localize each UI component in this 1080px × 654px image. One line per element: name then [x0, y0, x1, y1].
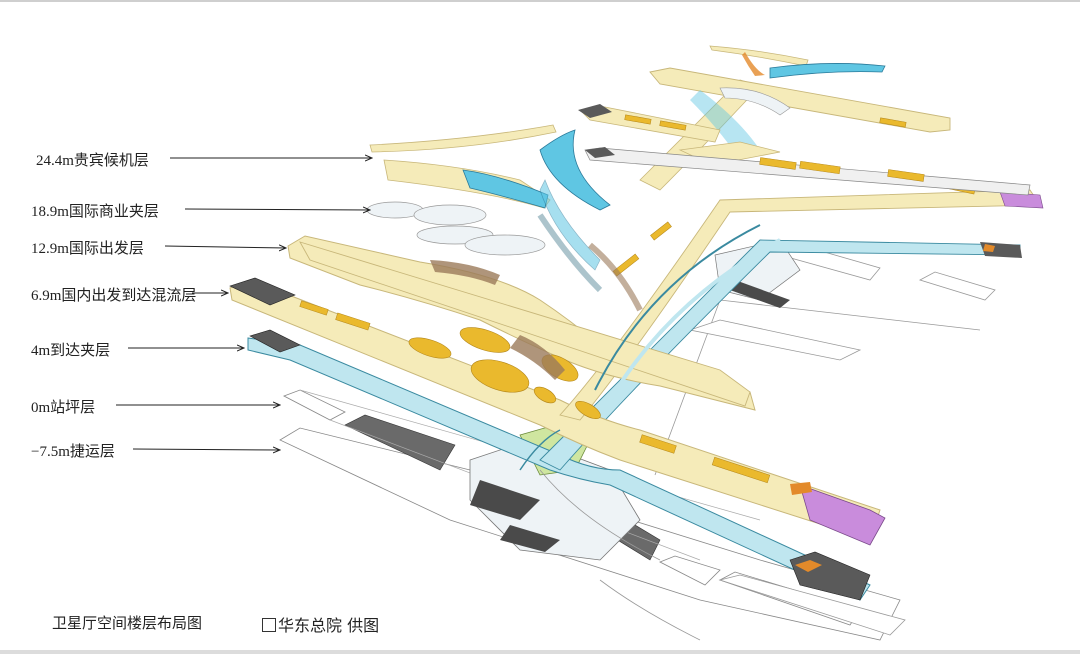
layer-label-vip: 24.4m贵宾候机层 [36, 153, 149, 169]
layer-intl-commercial-mezzanine [366, 201, 643, 312]
layer-label-arrival-mezzanine: 4m到达夹层 [31, 343, 111, 359]
credit-box-icon [262, 618, 276, 632]
connector-bridges [519, 224, 781, 561]
bottom-border [0, 650, 1080, 654]
leader-arrows [116, 158, 372, 450]
layer-label-metro: −7.5m捷运层 [31, 444, 115, 460]
credit-text: 华东总院 供图 [278, 616, 380, 635]
leader-arrow-commercial [184, 209, 370, 210]
layer-label-intl-departures: 12.9m国际出发层 [31, 241, 144, 257]
figure-caption: 卫星厅空间楼层布局图 [52, 614, 203, 632]
leader-arrow-departures [164, 246, 286, 248]
leader-arrow-metro [132, 449, 280, 450]
layer-apron-plan [283, 239, 996, 641]
layer-vip-lounge [369, 45, 1031, 271]
top-border [0, 0, 1080, 2]
layer-arrival-mezzanine [247, 239, 1022, 601]
layer-label-apron: 0m站坪层 [31, 400, 96, 416]
layer-label-domestic-mixed: 6.9m国内出发到达混流层 [31, 288, 197, 304]
layer-label-commercial-mezzanine: 18.9m国际商业夹层 [31, 204, 159, 220]
figure-credit: 华东总院 供图 [262, 612, 379, 636]
